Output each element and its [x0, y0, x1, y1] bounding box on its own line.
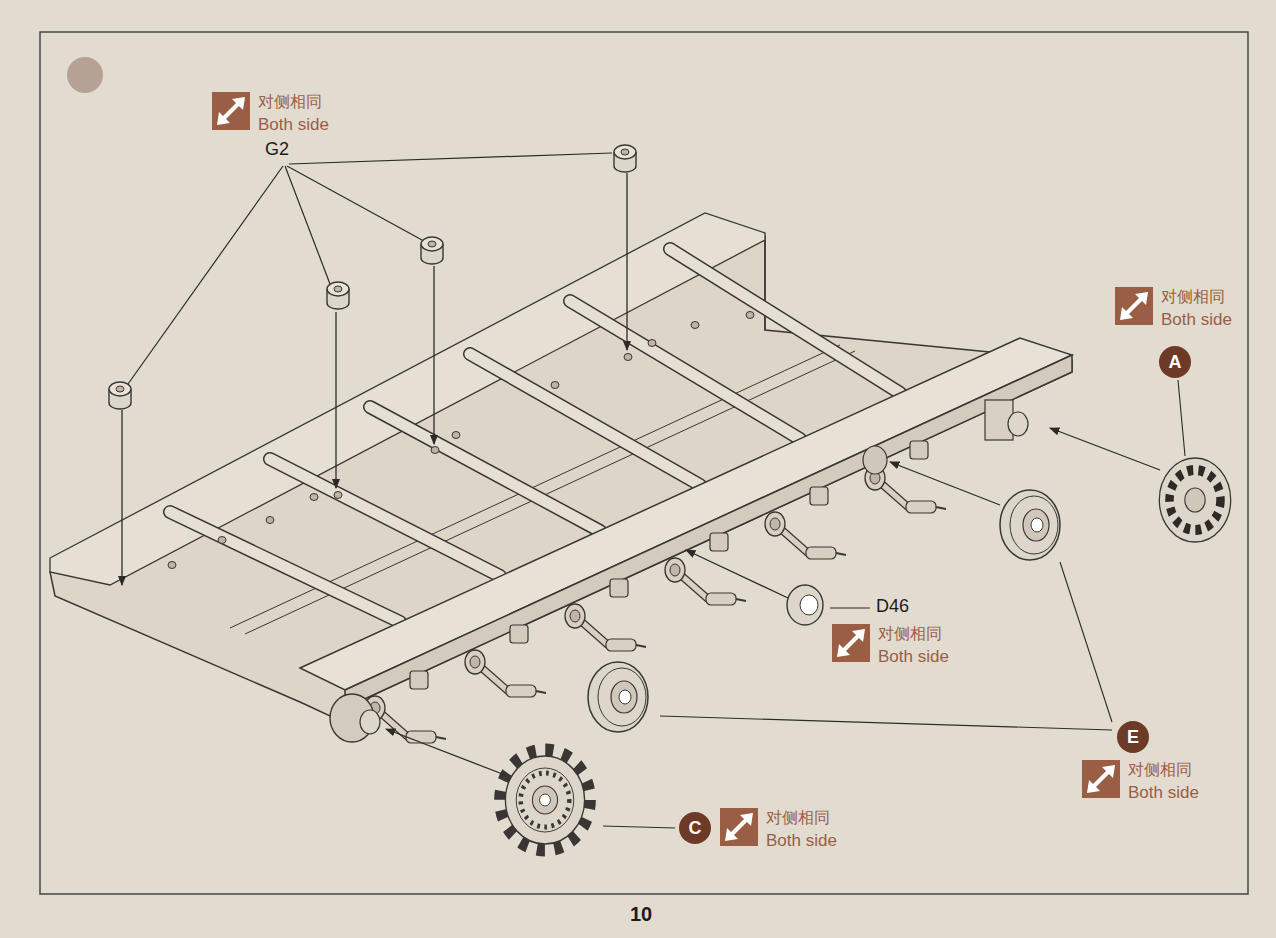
part-number: D46 — [876, 597, 909, 617]
part-number: G2 — [265, 140, 289, 160]
callout-circle: E — [1117, 721, 1149, 753]
callout-letter: E — [1127, 728, 1139, 746]
side-note-en: Both side — [766, 832, 837, 851]
callout-letter: C — [689, 819, 702, 837]
side-note-zh: 对侧相同 — [1161, 288, 1225, 306]
callout-letter: A — [1169, 353, 1182, 371]
side-note-en: Both side — [258, 116, 329, 135]
callout-circle: A — [1159, 346, 1191, 378]
side-note-en: Both side — [1128, 784, 1199, 803]
side-note-zh: 对侧相同 — [878, 625, 942, 643]
page-number: 10 — [630, 903, 652, 925]
side-note-zh: 对侧相同 — [258, 93, 322, 111]
callout-circle: C — [679, 812, 711, 844]
side-note-zh: 对侧相同 — [766, 809, 830, 827]
side-note-en: Both side — [1161, 311, 1232, 330]
side-note-zh: 对侧相同 — [1128, 761, 1192, 779]
side-note-en: Both side — [878, 648, 949, 667]
